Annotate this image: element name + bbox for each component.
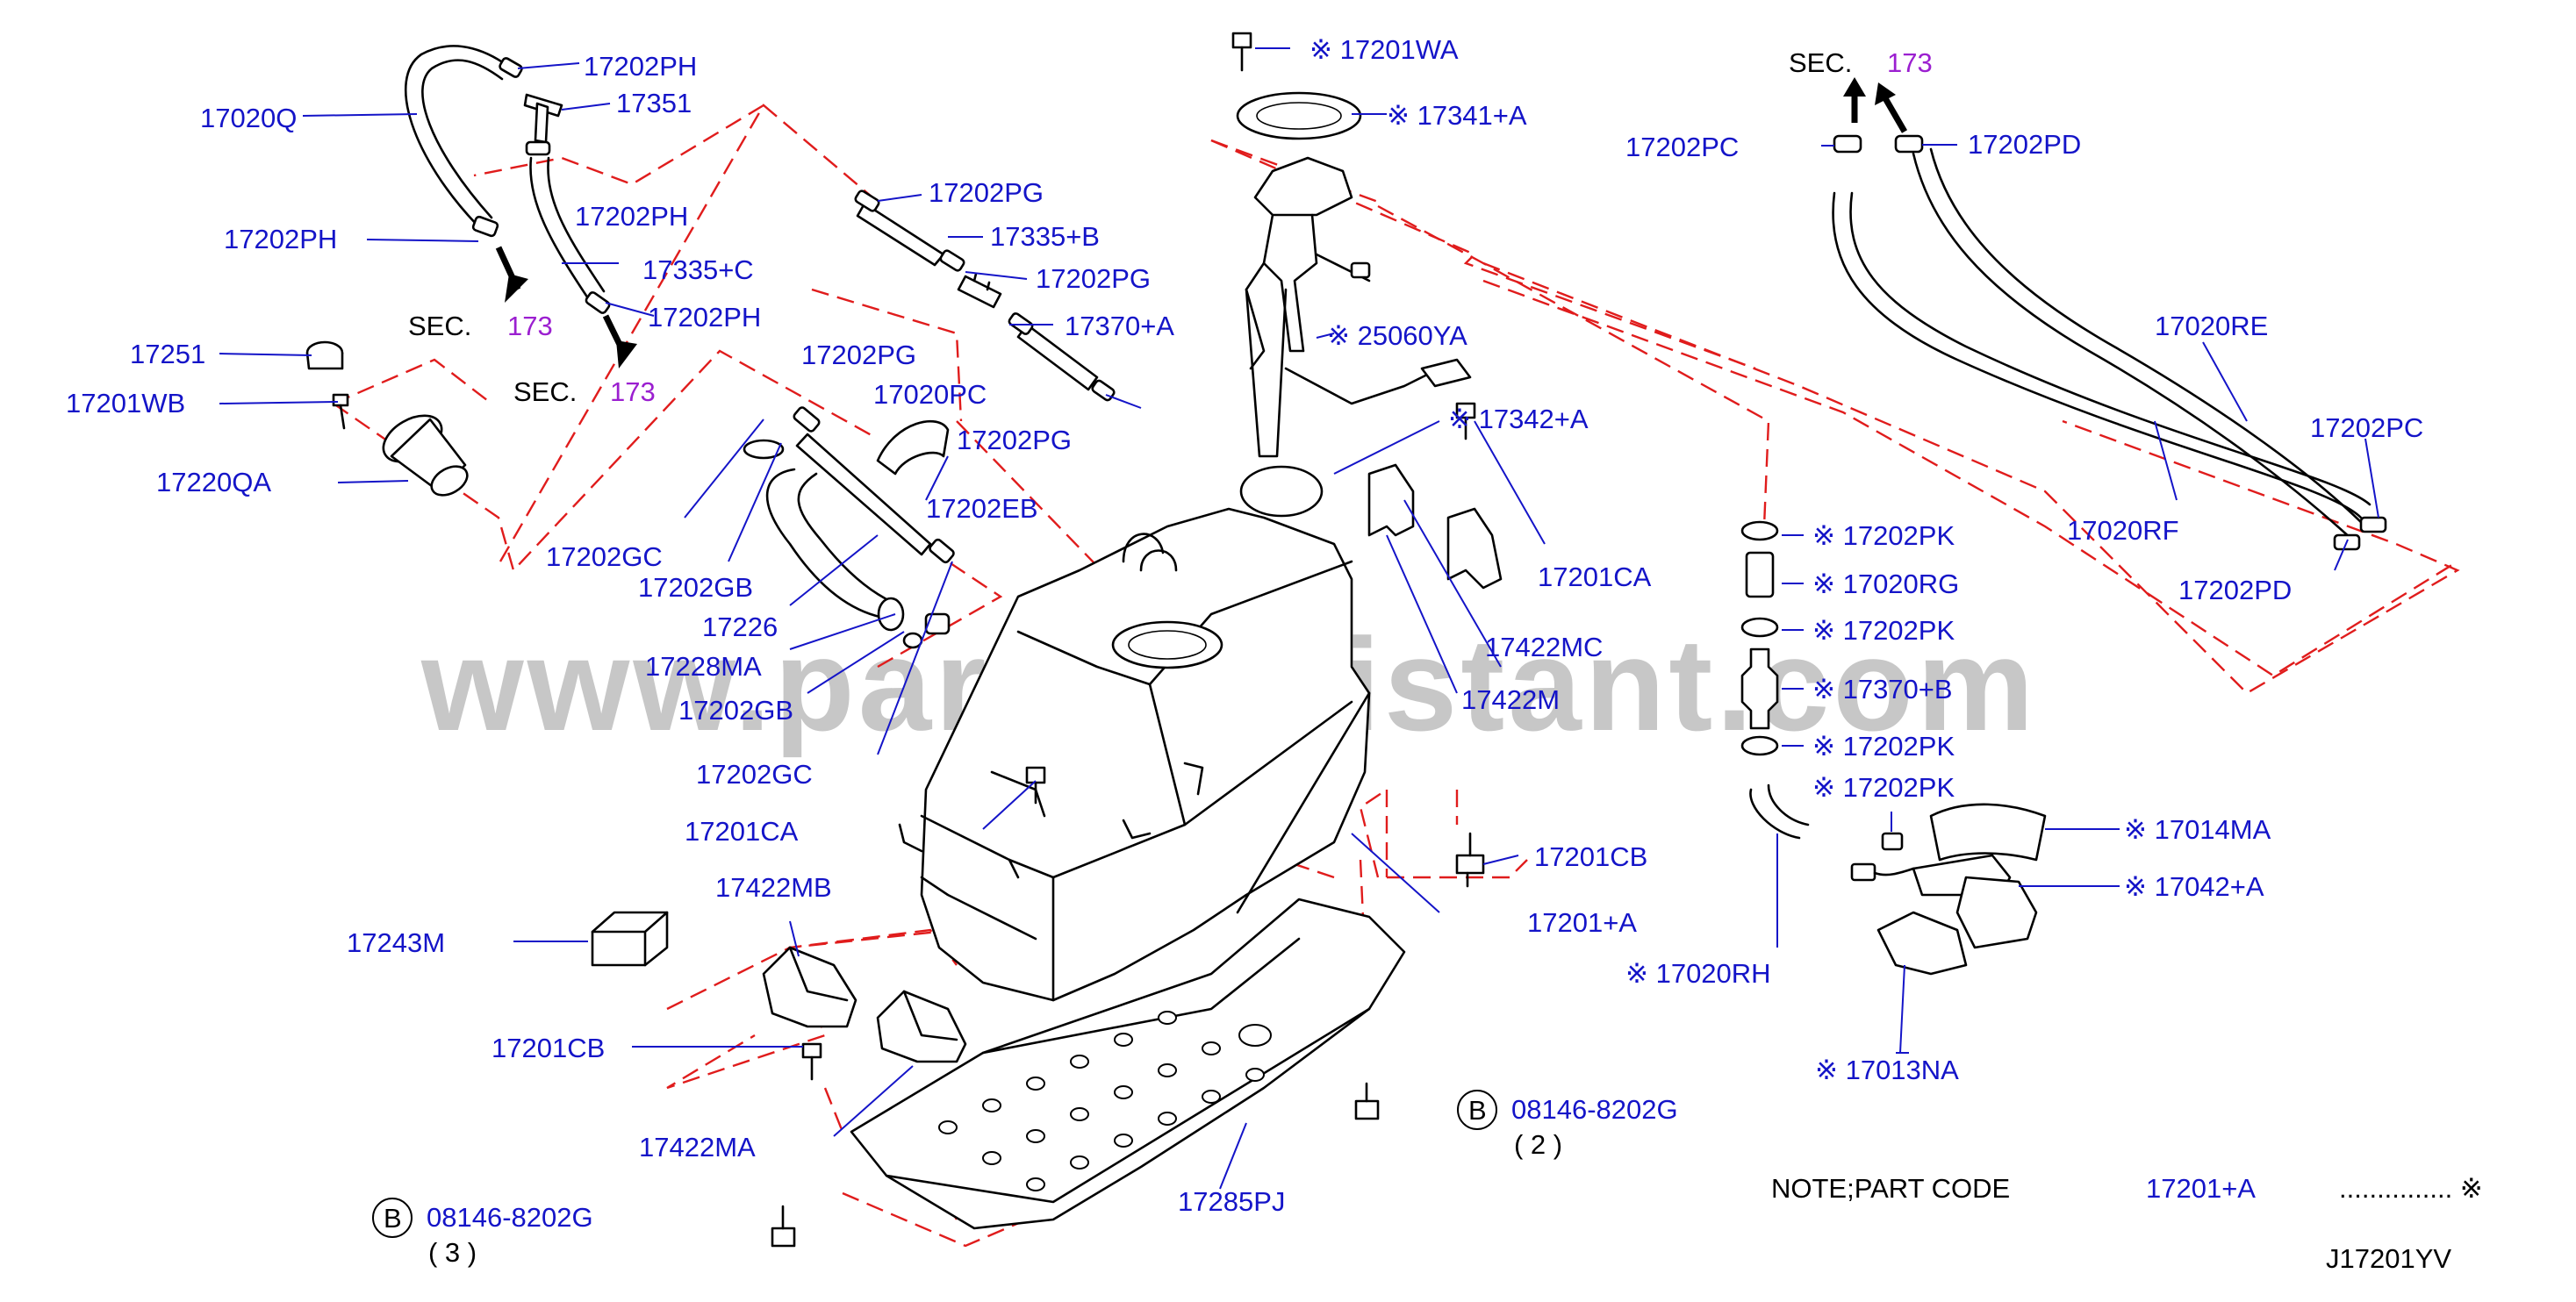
- label-17202PD: 17202PD: [2178, 575, 2292, 605]
- note-text: NOTE;PART CODE: [1771, 1173, 2010, 1204]
- label-17201-a: 17201+A: [1527, 907, 1637, 938]
- leader-lines: [219, 47, 2379, 1190]
- circle-b-badge: [1457, 1090, 1497, 1130]
- diagram-code: J17201YV: [2326, 1243, 2451, 1274]
- label-17335-b: 17335+B: [990, 221, 1100, 252]
- label-17422MA: 17422MA: [639, 1132, 756, 1162]
- sec-number: 173: [1887, 47, 1933, 78]
- label-17342-a: ※ 17342+A: [1448, 404, 1589, 434]
- label-17202PD: 17202PD: [1968, 129, 2081, 160]
- label-17202GB: 17202GB: [678, 695, 793, 726]
- label-17202PH: 17202PH: [584, 51, 697, 82]
- label-17201CB: 17201CB: [492, 1033, 605, 1063]
- label-17202GC: 17202GC: [546, 541, 663, 572]
- label-17220QA: 17220QA: [156, 467, 271, 497]
- label-17020PC: 17020PC: [873, 379, 987, 410]
- bolt-part-number: 08146-8202G: [1511, 1094, 1678, 1125]
- label-25060YA: ※ 25060YA: [1327, 320, 1467, 351]
- label-17370-a: 17370+A: [1065, 311, 1174, 341]
- label-17201CA: 17201CA: [685, 816, 799, 847]
- label-17202PG: 17202PG: [929, 177, 1044, 208]
- sec-prefix: SEC.: [513, 376, 577, 407]
- label-17020RG: ※ 17020RG: [1812, 569, 1959, 599]
- label-17020RE: 17020RE: [2155, 311, 2268, 341]
- label-17201CB: 17201CB: [1534, 841, 1647, 872]
- bolt-reference-1: B 08146-8202G ( 2 ): [1457, 1090, 1678, 1160]
- bolt-quantity: ( 2 ): [1514, 1129, 1562, 1160]
- label-17020RF: 17020RF: [2067, 515, 2179, 546]
- sec-number: 173: [610, 376, 656, 407]
- label-17228MA: 17228MA: [645, 651, 762, 682]
- label-17014MA: ※ 17014MA: [2124, 814, 2271, 845]
- label-17285PJ: 17285PJ: [1178, 1186, 1285, 1217]
- label-17370-b: ※ 17370+B: [1812, 674, 1953, 705]
- sec-number: 173: [507, 311, 553, 341]
- bolt-reference-2: B 08146-8202G ( 3 ): [372, 1198, 593, 1268]
- label-17020Q: 17020Q: [200, 103, 297, 133]
- part-labels: 17020Q 17202PH 17351 17202PH 17202PH 173…: [66, 34, 2423, 1217]
- label-17202PK: ※ 17202PK: [1812, 731, 1955, 762]
- label-17251: 17251: [130, 339, 205, 369]
- circle-b-badge: [372, 1198, 413, 1238]
- label-17202EB: 17202EB: [926, 493, 1038, 524]
- label-17243M: 17243M: [347, 927, 445, 958]
- label-17341-a: ※ 17341+A: [1387, 100, 1527, 131]
- label-17042-a: ※ 17042+A: [2124, 871, 2264, 902]
- label-17202PC: 17202PC: [1625, 132, 1739, 162]
- circle-b-letter: B: [384, 1203, 402, 1234]
- sec-prefix: SEC.: [408, 311, 471, 341]
- label-17201WB: 17201WB: [66, 388, 185, 418]
- circle-b-letter: B: [1468, 1095, 1487, 1126]
- label-17202PH: 17202PH: [648, 302, 761, 333]
- label-17202PH: 17202PH: [575, 201, 688, 232]
- label-17202PK: ※ 17202PK: [1812, 615, 1955, 646]
- sec-prefix: SEC.: [1789, 47, 1852, 78]
- label-17202PK: ※ 17202PK: [1812, 520, 1955, 551]
- label-17202PG: 17202PG: [1036, 263, 1151, 294]
- bolt-quantity: ( 3 ): [428, 1237, 477, 1268]
- label-17202PH: 17202PH: [224, 224, 337, 254]
- label-17201WA: ※ 17201WA: [1310, 34, 1459, 65]
- label-17202GB: 17202GB: [638, 572, 753, 603]
- label-17202GC: 17202GC: [696, 759, 813, 790]
- label-17202PG: 17202PG: [957, 425, 1072, 455]
- label-17226: 17226: [702, 612, 778, 642]
- note-code: 17201+A: [2146, 1173, 2256, 1204]
- part-drawings: [305, 32, 2387, 1248]
- label-17422M: 17422M: [1461, 684, 1560, 715]
- label-17422MC: 17422MC: [1485, 632, 1603, 662]
- label-17202PC: 17202PC: [2310, 412, 2423, 443]
- label-17422MB: 17422MB: [715, 872, 832, 903]
- label-17020RH: ※ 17020RH: [1625, 958, 1771, 989]
- label-17013NA: ※ 17013NA: [1815, 1055, 1959, 1085]
- label-17202PK: ※ 17202PK: [1812, 772, 1955, 803]
- label-17201CA: 17201CA: [1538, 562, 1652, 592]
- label-17335-c: 17335+C: [642, 254, 754, 285]
- section-references: SEC. 173 SEC. 173 SEC. 173: [408, 47, 1933, 407]
- bolt-part-number: 08146-8202G: [427, 1202, 593, 1233]
- label-17351: 17351: [616, 88, 692, 118]
- part-code-note: NOTE;PART CODE 17201+A ............... ※: [1771, 1173, 2483, 1204]
- label-17202PG: 17202PG: [801, 340, 916, 370]
- note-dots: ............... ※: [2339, 1173, 2483, 1204]
